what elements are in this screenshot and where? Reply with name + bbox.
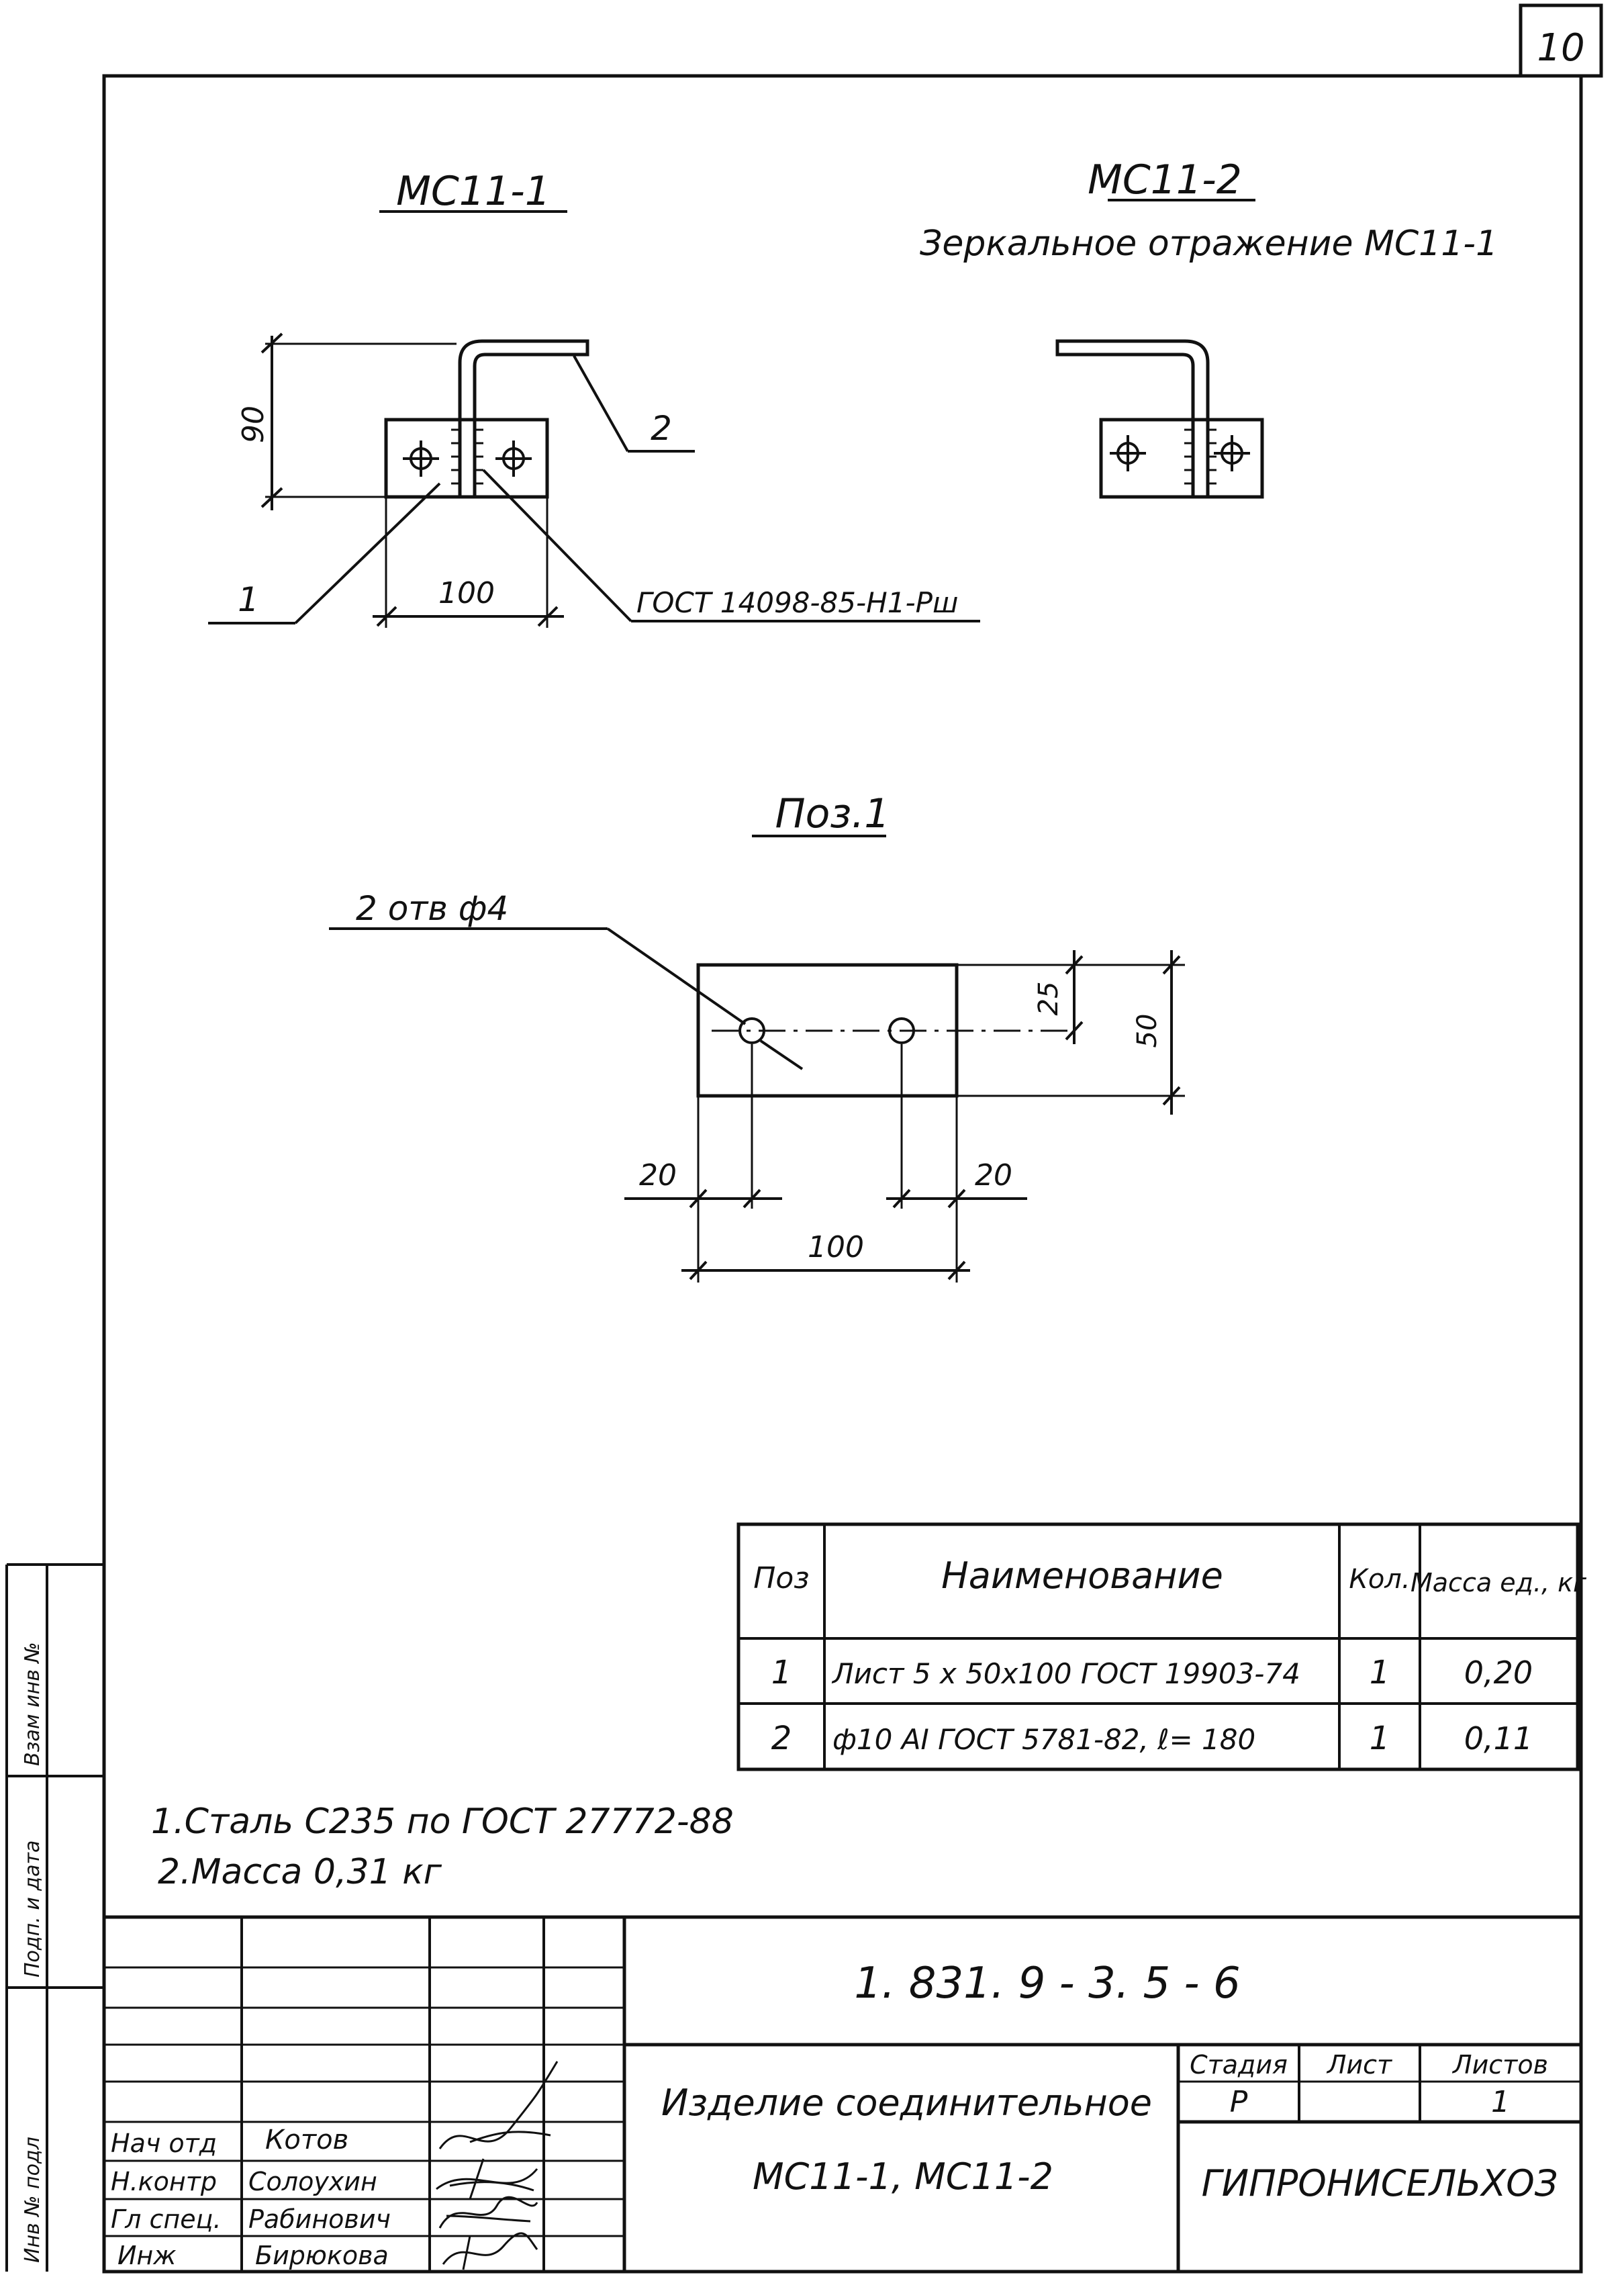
signature-scribble [438, 2196, 538, 2229]
sign-role: Н.контр [111, 2167, 217, 2196]
spec-cell: ф10 АI ГОСТ 5781-82, ℓ= 180 [832, 1723, 1255, 1756]
signature-scribble [438, 2061, 559, 2149]
spec-cell: 0,20 [1464, 1655, 1533, 1691]
leader-pos-1: 1 [238, 580, 259, 619]
dim-20-left: 20 [639, 1158, 677, 1193]
leader-pos-2: 2 [651, 409, 672, 448]
view-left-title: МС11-1 [396, 168, 551, 215]
signature-scribble [442, 2232, 538, 2270]
sign-name: Бирюкова [255, 2241, 389, 2270]
sheet-label: Лист [1326, 2050, 1393, 2080]
signature-scribble [436, 2158, 538, 2200]
spec-header-mass: Масса ед., кг [1411, 1568, 1587, 1597]
holes-note: 2 отв ф4 [356, 889, 508, 928]
dim-100-detail: 100 [808, 1230, 864, 1264]
sign-name: Рабинович [248, 2204, 391, 2234]
spec-cell: 1 [1370, 1720, 1390, 1757]
document-code: 1. 831. 9 - 3. 5 - 6 [854, 1959, 1240, 2008]
title-block: Нач отд Котов Н.контр Солоухин Гл спец. … [104, 1915, 1581, 2272]
dim-100-view: 100 [438, 576, 495, 610]
view-mc11-1: МС11-1 90 [208, 168, 980, 628]
view-right-title: МС11-2 [1088, 156, 1242, 203]
note-mass: 2.Масса 0,31 кг [158, 1852, 442, 1892]
note-steel: 1.Сталь С235 по ГОСТ 27772-88 [151, 1802, 734, 1842]
side-stamp: Инв № подл Подп. и дата Взам инв № [5, 1563, 104, 2272]
hole-symbol [1110, 435, 1146, 471]
dim-50: 50 [1132, 1014, 1163, 1048]
stage-value: Р [1230, 2085, 1248, 2119]
dim-25: 25 [1033, 982, 1064, 1016]
stamp-podp-data: Подп. и дата [21, 1841, 44, 1978]
sign-name: Котов [265, 2125, 348, 2155]
dim-90: 90 [236, 406, 271, 443]
weld-note: ГОСТ 14098-85-Н1-Рш [636, 586, 958, 619]
hole-left [738, 1017, 765, 1044]
spec-cell: Лист 5 х 50х100 ГОСТ 19903-74 [831, 1657, 1300, 1690]
hole-symbol [403, 440, 439, 477]
sign-name: Солоухин [248, 2167, 377, 2196]
spec-cell: 1 [771, 1654, 792, 1691]
spec-cell: 1 [1370, 1654, 1390, 1691]
sign-role: Инж [117, 2241, 177, 2270]
spec-header-name: Наименование [941, 1554, 1223, 1597]
sheets-value: 1 [1491, 2085, 1510, 2119]
spec-header-qty: Кол. [1349, 1564, 1410, 1595]
stamp-vzam-inv: Взам инв № [21, 1642, 44, 1766]
dim-20-right: 20 [975, 1158, 1012, 1193]
product-title: Изделие соединительное [661, 2082, 1152, 2124]
spec-header-poz: Поз [753, 1561, 809, 1595]
hole-symbol [1214, 435, 1250, 471]
detail-poz-1: Поз.1 2 отв ф4 25 50 20 [329, 790, 1185, 1283]
stamp-inv-podl: Инв № подл [21, 2137, 44, 2263]
spec-table: Поз Наименование Кол. Масса ед., кг 1 Ли… [736, 1522, 1587, 1771]
hole-symbol [495, 440, 532, 477]
view-right-subtitle: Зеркальное отражение МС11-1 [920, 224, 1498, 264]
spec-cell: 2 [771, 1720, 792, 1757]
hole-right [888, 1017, 915, 1044]
stage-label: Стадия [1190, 2050, 1288, 2080]
drawing-frame [102, 74, 1583, 2274]
sheets-label: Листов [1451, 2050, 1548, 2080]
sheet-number: 10 [1537, 26, 1584, 70]
organization: ГИПРОНИСЕЛЬХОЗ [1202, 2162, 1558, 2204]
spec-cell: 0,11 [1464, 1720, 1533, 1757]
sign-role: Нач отд [111, 2129, 217, 2158]
view-mc11-2: МС11-2 Зеркальное отражение МС11-1 [920, 156, 1498, 499]
product-codes: МС11-1, МС11-2 [753, 2155, 1053, 2198]
sign-role: Гл спец. [111, 2204, 222, 2234]
sheet-number-box: 10 [1519, 3, 1603, 78]
detail-title: Поз.1 [775, 790, 890, 837]
